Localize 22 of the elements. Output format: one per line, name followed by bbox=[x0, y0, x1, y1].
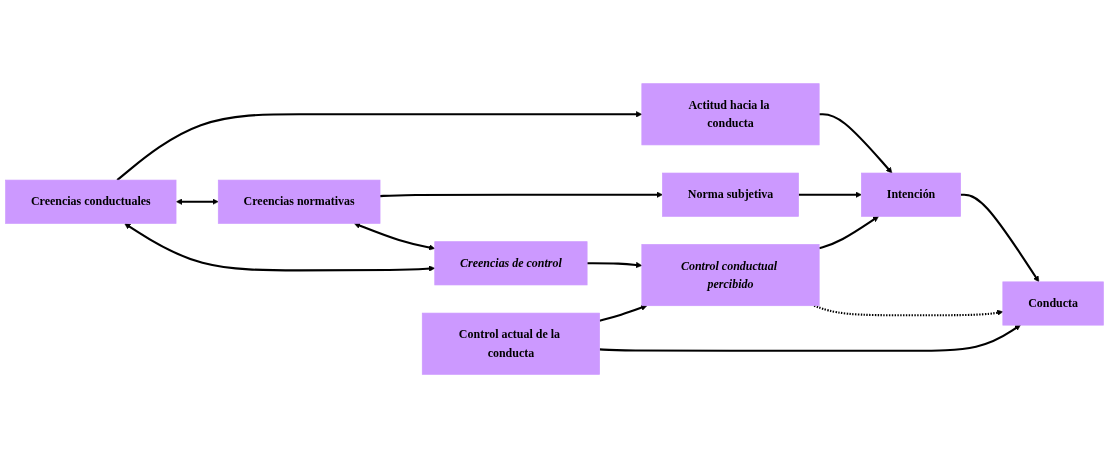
arrow bbox=[124, 223, 436, 272]
arrow bbox=[379, 191, 663, 198]
node-box: Creencias conductuales bbox=[5, 179, 177, 224]
node-box: Conducta bbox=[1002, 281, 1104, 326]
arrow bbox=[599, 324, 1021, 352]
arrow bbox=[587, 261, 643, 269]
arrow bbox=[818, 216, 879, 250]
arrow bbox=[116, 111, 643, 181]
node-box: Control conductual percibido bbox=[641, 244, 820, 307]
arrow bbox=[354, 222, 436, 251]
arrow bbox=[960, 193, 1040, 283]
node-box: Actitud hacia la conducta bbox=[641, 83, 820, 146]
node-box: Intención bbox=[861, 172, 961, 217]
node-box: Creencias normativas bbox=[217, 179, 381, 224]
arrow bbox=[813, 304, 1004, 317]
arrow bbox=[599, 304, 648, 322]
node-box: Creencias de control bbox=[434, 241, 588, 286]
node-box: Norma subjetiva bbox=[662, 172, 799, 217]
arrow bbox=[176, 198, 219, 205]
arrow bbox=[798, 191, 862, 198]
node-box: Control actual de la conducta bbox=[421, 312, 600, 375]
arrow bbox=[819, 113, 893, 174]
